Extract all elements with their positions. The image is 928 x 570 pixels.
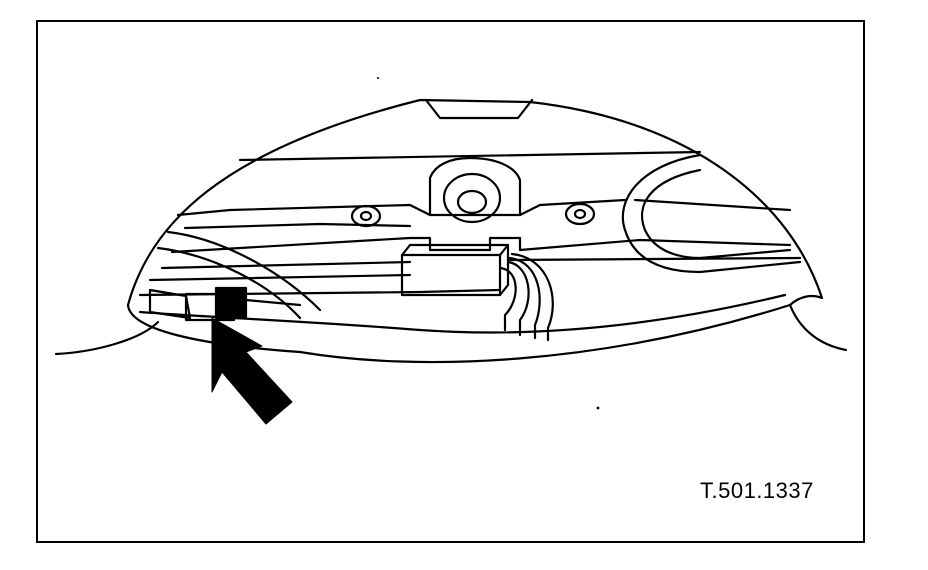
bracket-bar-lower	[160, 256, 802, 270]
housing-outline	[126, 98, 824, 307]
screw-left	[350, 204, 382, 228]
wire-2	[506, 260, 530, 337]
upper-band-2	[176, 198, 627, 217]
wire-3	[508, 256, 541, 340]
mounting-boss	[428, 156, 522, 217]
figure-code: T.501.1337	[700, 478, 814, 503]
wire-1	[498, 266, 517, 332]
housing-top-tab	[424, 98, 534, 120]
housing-lower-lip	[126, 303, 792, 364]
connector-block	[400, 253, 502, 297]
surface-left-edge	[54, 320, 160, 356]
mounting-boss-ring-inner	[456, 189, 488, 215]
connector-block-top	[400, 243, 510, 297]
scan-speck	[377, 77, 379, 79]
mounting-boss-ring-outer	[442, 172, 502, 224]
switch-connector	[148, 286, 302, 322]
surface-right-fold	[788, 294, 824, 307]
left-rail-3	[148, 273, 412, 282]
surface-right-edge	[788, 303, 848, 352]
upper-band-3	[183, 222, 412, 230]
upper-band-1	[238, 150, 702, 162]
cable-loop-outer	[621, 153, 802, 274]
arrow-icon	[211, 317, 293, 425]
cable-loop-strand	[633, 198, 792, 212]
scan-speck	[596, 406, 600, 410]
left-rail-2	[156, 246, 302, 320]
cable-loop-inner	[640, 168, 792, 260]
screw-right	[564, 202, 596, 226]
figure-frame	[36, 20, 865, 543]
wire-4	[510, 252, 554, 342]
left-rail-1	[166, 230, 322, 312]
